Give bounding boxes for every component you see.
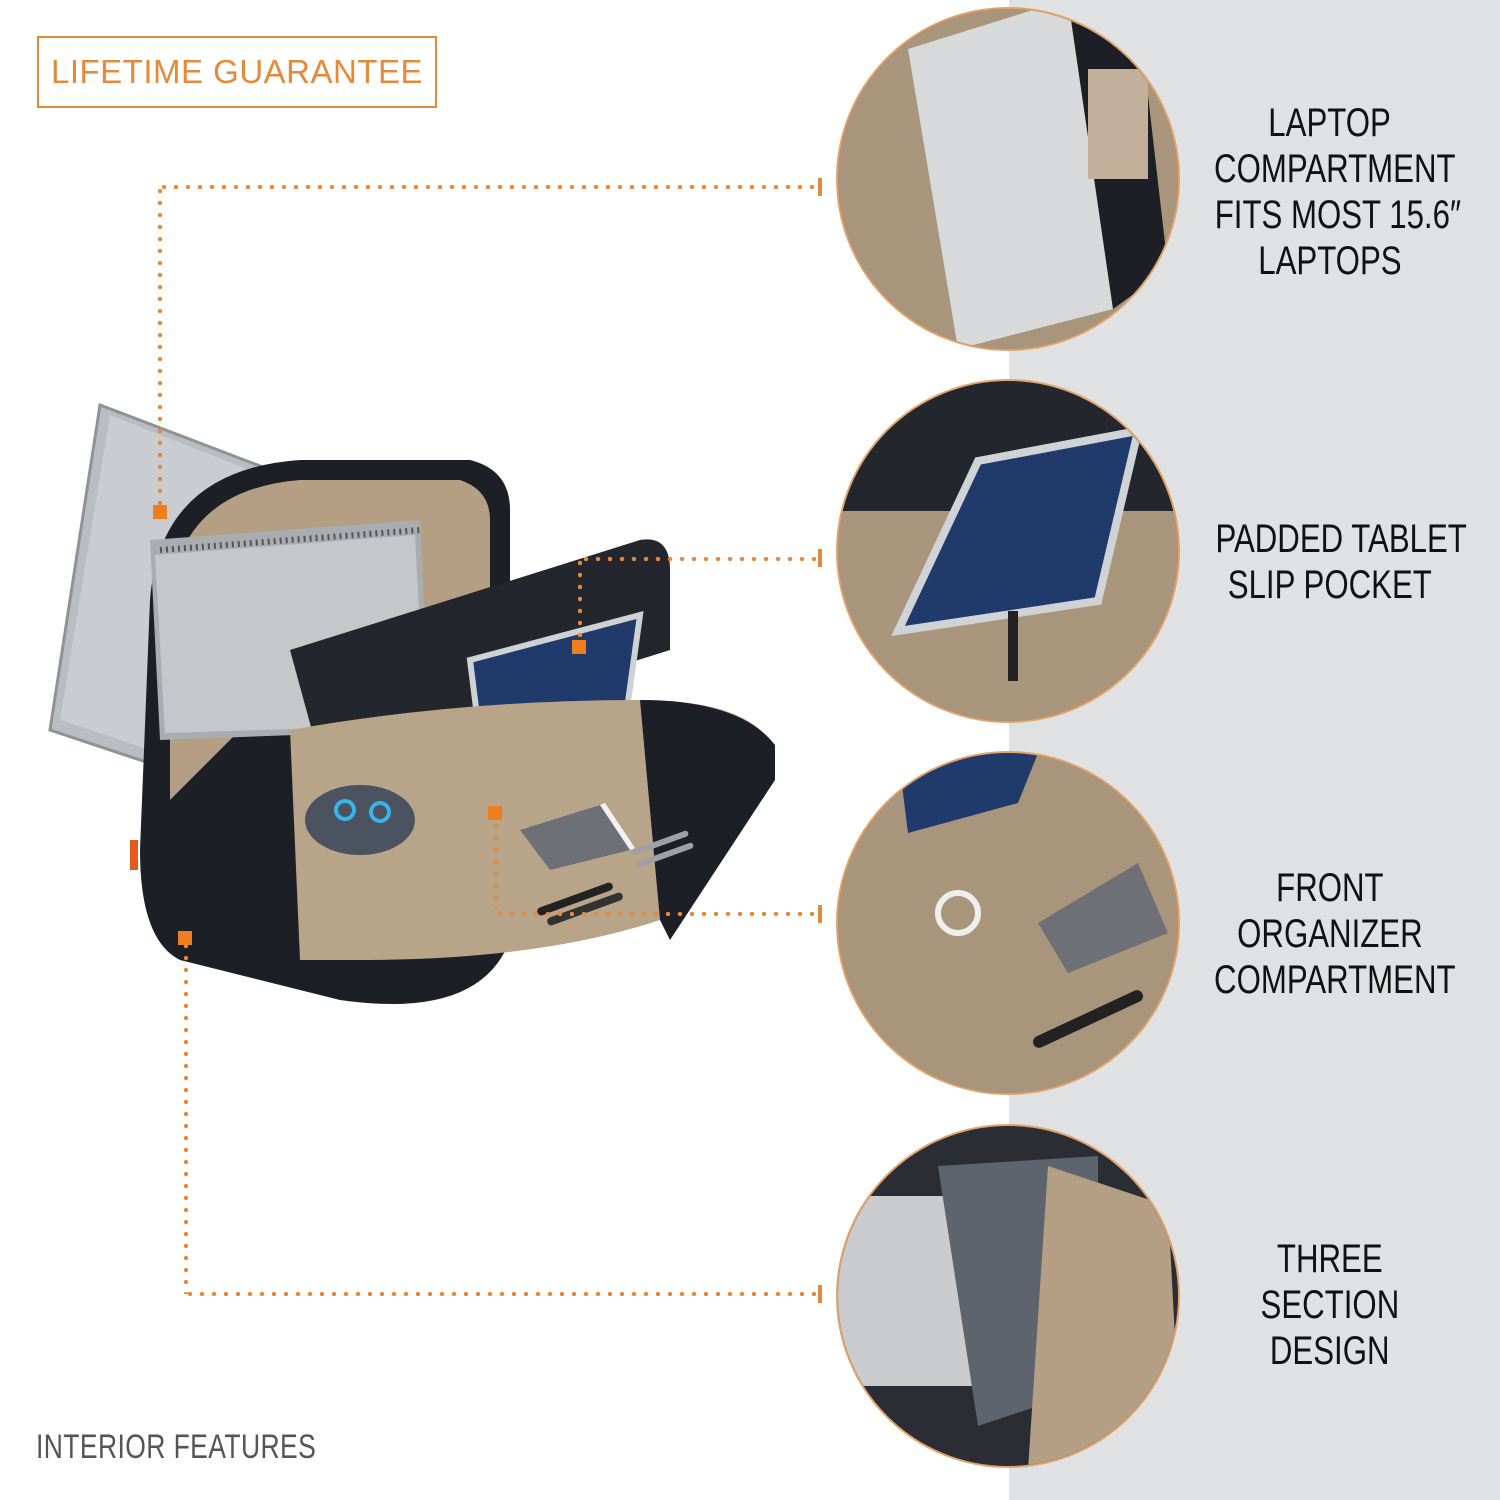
section-marker [178,931,192,945]
laptop-compartment-photo [836,7,1180,351]
connector-tick-4 [818,1285,822,1303]
connector-tick-1 [818,178,822,196]
badge-text: LIFETIME GUARANTEE [50,53,424,90]
tablet-pocket-photo [836,379,1180,723]
connector-line-1-top [158,185,818,189]
interior-features-caption: INTERIOR FEATURES [36,1428,317,1466]
connector-line-2-vertical [578,557,582,637]
connector-line-3-vertical [494,820,498,910]
feature-label-organizer: FRONT ORGANIZER COMPARTMENT [1214,866,1456,1002]
connector-line-2 [580,557,818,561]
lifetime-guarantee-badge: LIFETIME GUARANTEE [37,36,437,108]
briefcase-photo [48,402,775,1004]
connector-line-4-vertical [184,940,188,1294]
feature-label-three-section: THREE SECTION DESIGN [1260,1237,1400,1373]
feature-label-laptop: LAPTOP COMPARTMENT FITS MOST 15.6″ LAPTO… [1214,101,1462,283]
connector-tick-3 [818,905,822,923]
three-section-photo [836,1124,1180,1468]
organizer-marker [488,806,502,820]
connector-line-3 [494,912,818,916]
feature-label-tablet: PADDED TABLET SLIP POCKET [1215,517,1467,607]
connector-tick-2 [818,549,822,567]
tablet-marker [572,640,586,654]
connector-line-1-vertical [158,185,162,505]
connector-line-4 [184,1292,818,1296]
laptop-marker [153,505,167,519]
front-organizer-photo [836,751,1180,1095]
